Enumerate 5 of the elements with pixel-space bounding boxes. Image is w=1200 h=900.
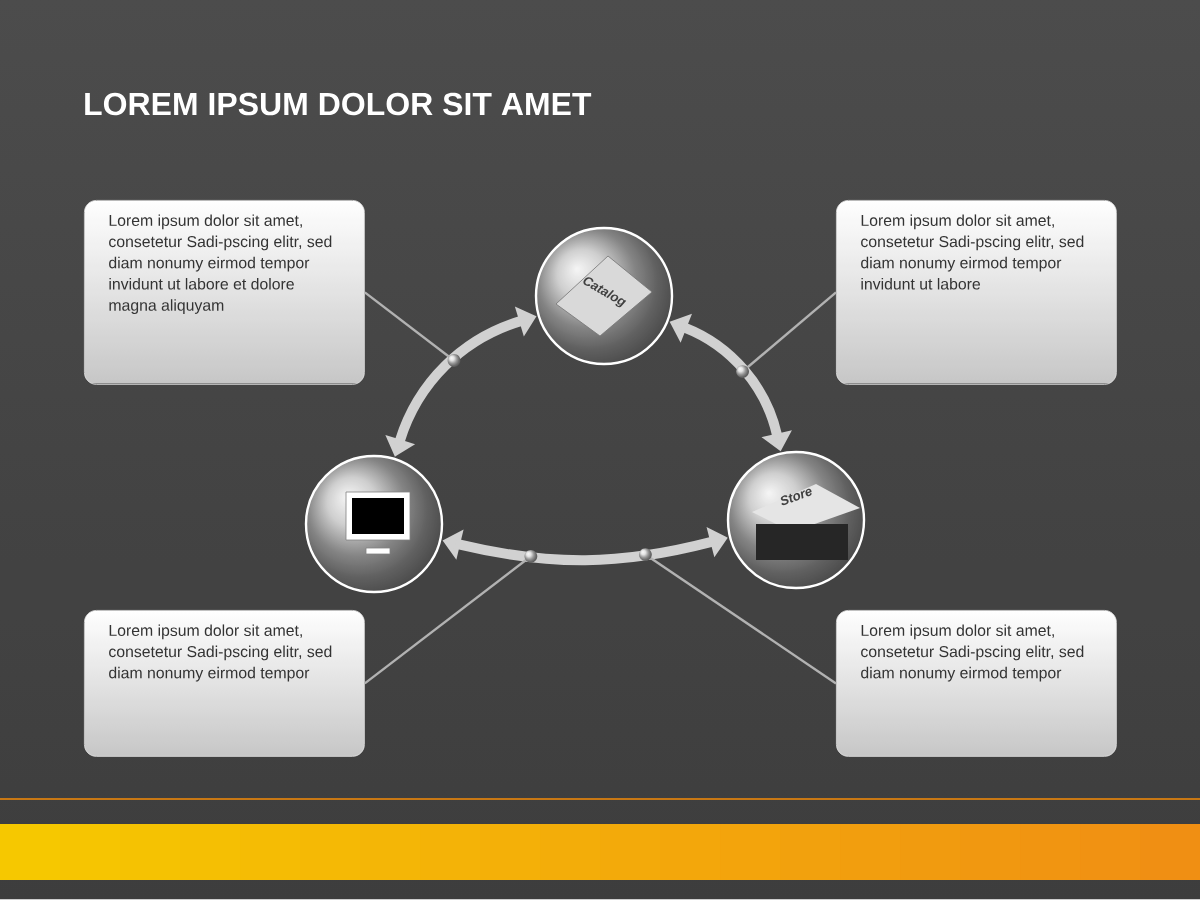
title: LOREM IPSUM DOLOR SIT AMET bbox=[85, 92, 592, 116]
icon-circle bbox=[304, 454, 444, 594]
leader-line bbox=[741, 291, 837, 373]
leader-line bbox=[364, 291, 455, 362]
leader-line bbox=[364, 555, 532, 685]
